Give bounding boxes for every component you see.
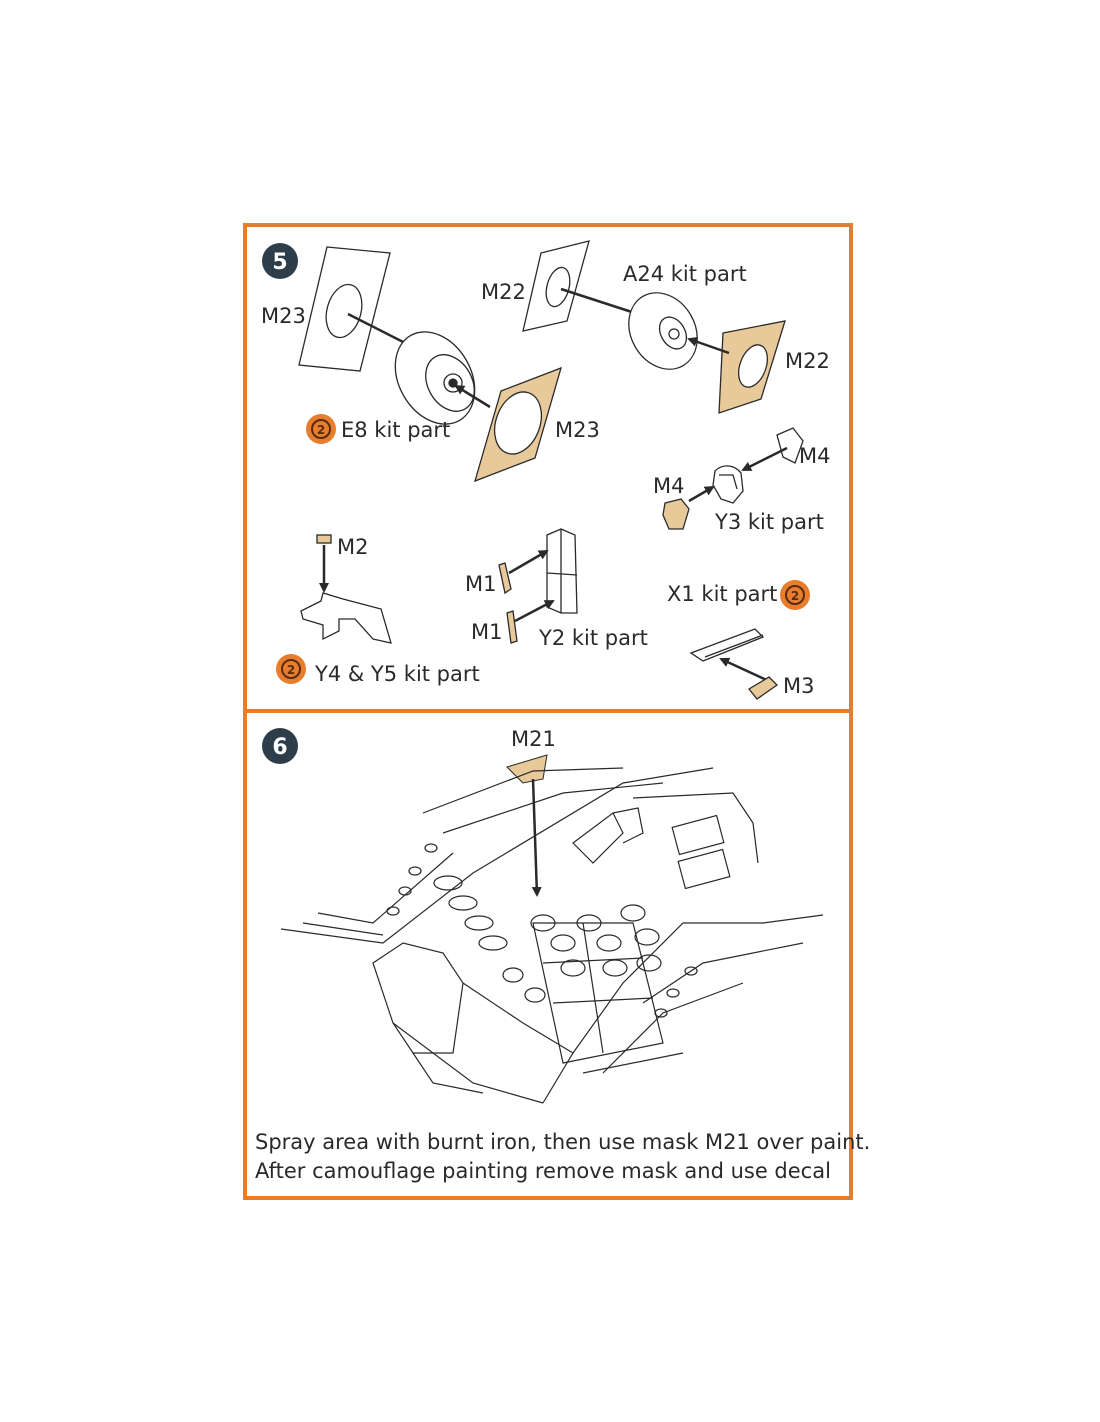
label-m2: M2: [337, 535, 368, 559]
part-m3: [748, 676, 779, 700]
label-m3: M3: [783, 674, 814, 698]
part-m4-left: [662, 498, 690, 530]
step-5-number: 5: [272, 250, 287, 275]
step-6-badge: 6: [262, 728, 298, 764]
left-wheel-assembly: [298, 246, 562, 483]
arrow-m21: [531, 778, 542, 897]
arrow-m4-right: [741, 446, 788, 472]
glue-icon: 2: [780, 580, 810, 610]
mask-m23-hole: [325, 283, 363, 339]
mask-m22-outer: [522, 240, 590, 332]
label-y4-y5: Y4 & Y5 kit part: [314, 662, 480, 686]
part-m1-top: [498, 562, 512, 595]
fuselage-underside-drawing: [280, 767, 824, 1104]
label-m1-top: M1: [465, 572, 496, 596]
wheel-a24-rim: [658, 316, 688, 350]
label-m23-left: M23: [261, 304, 306, 328]
mask-m23-outer: [298, 246, 391, 372]
y3-assembly: [662, 427, 804, 530]
svg-text:2: 2: [791, 589, 799, 603]
wheel-a24: [628, 292, 698, 370]
panel-hatch: [671, 814, 725, 856]
glue-icon: 2: [306, 414, 336, 444]
wheel-e8-rim: [425, 354, 475, 412]
label-x1: X1 kit part: [667, 582, 777, 606]
x1-assembly: [689, 628, 779, 700]
label-a24: A24 kit part: [623, 262, 747, 286]
part-y3: [712, 465, 744, 504]
y2-assembly: [498, 528, 578, 644]
part-m1-bottom: [506, 610, 518, 644]
instruction-frame: 5 M23 2 E8 kit part M23: [243, 223, 870, 1200]
caption-line-1: Spray area with burnt iron, then use mas…: [255, 1130, 870, 1154]
intake-shape: [372, 942, 464, 1054]
label-m21: M21: [511, 727, 556, 751]
step-6-panel: 6 M21: [255, 727, 870, 1183]
arrow-m3: [719, 657, 774, 685]
arrow-m1-bottom: [514, 599, 555, 623]
instruction-sheet: 5 M23 2 E8 kit part M23: [243, 223, 870, 1200]
right-wheel-assembly: [522, 240, 786, 414]
part-m4-right: [776, 427, 804, 464]
caption-line-2: After camouflage painting remove mask an…: [255, 1159, 831, 1183]
arrow-m22-inner: [687, 336, 730, 355]
svg-text:2: 2: [317, 423, 325, 437]
wheel-e8-hub: [443, 373, 463, 393]
mask-m22-hole: [545, 266, 571, 308]
label-m22-top: M22: [481, 280, 526, 304]
part-y4-y5: [300, 592, 392, 644]
step-5-panel: 5 M23 2 E8 kit part M23: [261, 240, 830, 700]
label-m4-right: M4: [799, 444, 830, 468]
step-5-badge: 5: [262, 243, 298, 279]
svg-text:2: 2: [287, 663, 295, 677]
mask-m21: [506, 754, 548, 784]
y4-y5-assembly: [300, 534, 392, 644]
label-y3: Y3 kit part: [714, 510, 824, 534]
label-y2: Y2 kit part: [538, 626, 648, 650]
label-m23-bottom: M23: [555, 418, 600, 442]
arrow-m22-to-wheel: [560, 287, 643, 318]
label-m22-right: M22: [785, 349, 830, 373]
wheel-e8: [394, 331, 476, 425]
part-x1: [689, 628, 765, 662]
label-e8: E8 kit part: [341, 418, 450, 442]
arrow-m1-top: [508, 549, 549, 575]
glue-icon: 2: [276, 654, 306, 684]
label-m4-left: M4: [653, 474, 684, 498]
arrow-m23-inner: [454, 384, 491, 409]
step-6-number: 6: [272, 735, 287, 760]
mask-m23-inner-hole: [493, 391, 543, 455]
part-m2: [316, 534, 332, 544]
arrow-m4-left: [688, 485, 715, 503]
panel-hatch: [677, 848, 731, 890]
label-m1-bottom: M1: [471, 620, 502, 644]
